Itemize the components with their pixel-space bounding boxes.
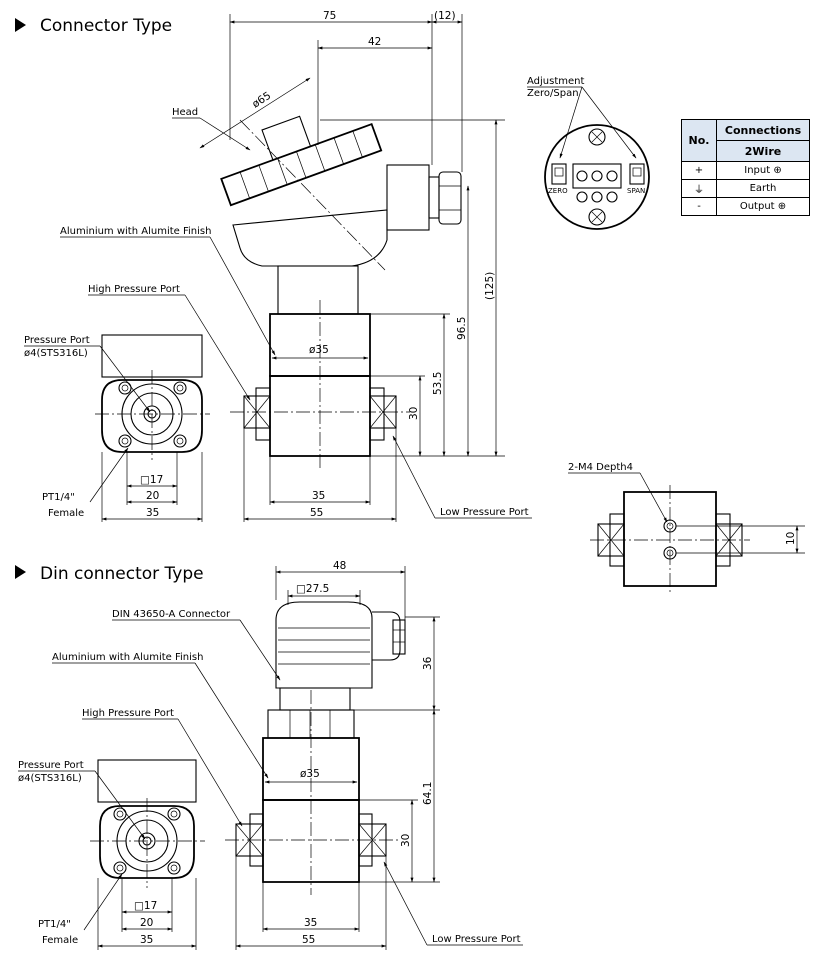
dim-96-5: 96.5: [456, 317, 468, 340]
table-row: - Output ⊕: [681, 197, 810, 216]
dim-30: 30: [408, 407, 420, 420]
col-2wire: 2Wire: [716, 140, 810, 162]
row-value: Input ⊕: [716, 161, 810, 180]
label-pressure-port-spec: ø4(STS316L): [24, 348, 88, 359]
connector-dimensions: 75 (12) 42 ø65 (125) 96.5 53.5 30 ø35 35…: [199, 10, 505, 522]
dim-30-din: 30: [400, 834, 412, 847]
row-no: +: [681, 161, 717, 180]
dim-sq-17: □17: [140, 474, 163, 486]
label-m4-depth: 2-M4 Depth4: [568, 462, 633, 473]
dim-53-5: 53.5: [432, 372, 444, 395]
din-dimensions: 48 □27.5 36 64.1 30 ø35 35 55: [235, 560, 440, 950]
connector-labels: Head Aluminium with Alumite Finish High …: [60, 107, 532, 519]
dim-35-front-din: 35: [140, 934, 153, 946]
section-bullet-icon: [15, 565, 26, 579]
connector-side-view: [220, 115, 462, 470]
din-front-view: □17 20 35 Pressure Port ø4(STS316L) PT1/…: [18, 759, 205, 950]
dim-75: 75: [323, 10, 336, 22]
dim-sq-17-din: □17: [134, 900, 157, 912]
label-pressure-port: Pressure Port: [24, 335, 90, 346]
dim-125: (125): [484, 272, 496, 300]
dim-55-din: 55: [302, 934, 315, 946]
dim-35: 35: [312, 490, 325, 502]
dim-10: 10: [785, 532, 797, 545]
dim-36: 36: [422, 656, 434, 670]
label-aluminium: Aluminium with Alumite Finish: [60, 226, 211, 237]
mounting-holes-view: 10 2-M4 Depth4: [568, 462, 805, 595]
dim-64-1: 64.1: [422, 782, 434, 805]
dim-65: ø65: [250, 90, 273, 111]
dim-48: 48: [333, 560, 346, 572]
dim-12: (12): [434, 10, 456, 22]
row-no: ⏚: [681, 179, 717, 198]
label-aluminium-din: Aluminium with Alumite Finish: [52, 652, 203, 663]
col-connections: Connections: [716, 119, 810, 141]
label-din-connector: DIN 43650-A Connector: [112, 609, 231, 620]
dim-dia-35: ø35: [309, 344, 329, 356]
connections-table: No. Connections 2Wire + Input ⊕ ⏚ Earth …: [681, 119, 810, 216]
label-pressure-port-spec-din: ø4(STS316L): [18, 773, 82, 784]
connector-type-title: Connector Type: [40, 16, 172, 36]
section-bullet-icon: [15, 18, 26, 32]
table-row: + Input ⊕: [681, 161, 810, 180]
label-pt: PT1/4": [42, 492, 75, 503]
dim-dia-35-din: ø35: [300, 768, 320, 780]
dim-55: 55: [310, 507, 323, 519]
dim-sq-27-5: □27.5: [296, 583, 329, 595]
label-span: SPAN: [627, 187, 645, 195]
label-high-pressure-port: High Pressure Port: [88, 284, 180, 295]
dim-35-front: 35: [146, 507, 159, 519]
din-connector-type-title: Din connector Type: [40, 564, 204, 584]
connector-front-view: □17 20 35 Pressure Port ø4(STS316L) PT1/…: [24, 334, 210, 522]
label-pressure-port-din: Pressure Port: [18, 760, 84, 771]
row-value: Output ⊕: [716, 197, 810, 216]
din-side-view: [225, 601, 406, 895]
label-high-pressure-port-din: High Pressure Port: [82, 708, 174, 719]
dim-20: 20: [146, 490, 159, 502]
col-no: No.: [681, 119, 717, 162]
label-zero: ZERO: [548, 187, 568, 195]
label-pt-din: PT1/4": [38, 919, 71, 930]
label-head: Head: [172, 107, 198, 118]
label-adjustment: Adjustment: [527, 76, 584, 87]
dim-35-din: 35: [304, 917, 317, 929]
label-low-pressure-port: Low Pressure Port: [440, 507, 529, 518]
dim-20-din: 20: [140, 917, 153, 929]
label-female-din: Female: [42, 935, 78, 946]
label-low-pressure-port-din: Low Pressure Port: [432, 934, 521, 945]
label-female: Female: [48, 508, 84, 519]
label-zero-span: Zero/Span: [527, 88, 579, 99]
row-value: Earth: [716, 179, 810, 198]
table-row: ⏚ Earth: [681, 179, 810, 198]
dim-42: 42: [368, 36, 381, 48]
din-labels: DIN 43650-A Connector Aluminium with Alu…: [52, 609, 523, 946]
row-no: -: [681, 197, 717, 216]
adjustment-panel: Adjustment Zero/Span ZERO SPAN: [527, 76, 650, 230]
